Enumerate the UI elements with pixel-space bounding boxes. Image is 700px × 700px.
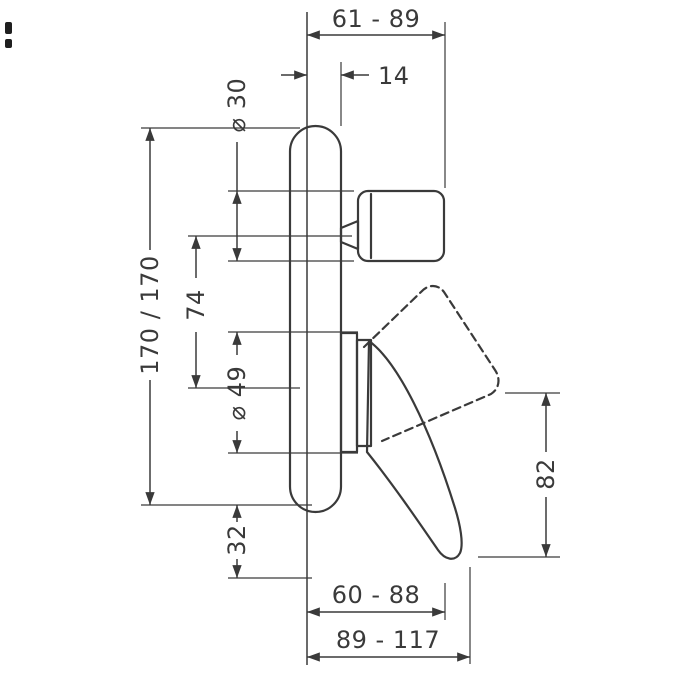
dim-label-plate-depth: 14	[378, 62, 410, 90]
dim-label-lever-swing: 82	[532, 458, 560, 490]
dim-bottom-span-min: 60 - 88	[307, 581, 446, 620]
lever-dashed-outline	[362, 284, 500, 443]
edge-artifacts	[5, 22, 12, 48]
control-handle	[339, 189, 446, 263]
dim-label-valve-diameter: ⌀ 49	[223, 366, 251, 421]
edge-artifact	[5, 22, 12, 34]
dim-label-bottom-span-min: 60 - 88	[332, 581, 421, 609]
dim-mounting-height: 170 / 170	[136, 127, 312, 506]
dim-bottom-span-max: 89 - 117	[307, 567, 471, 664]
dim-plate-depth: 14	[281, 62, 410, 126]
lever-handle-dashed	[362, 284, 500, 443]
valve-cartridge	[355, 338, 373, 448]
dim-label-top-span: 61 - 89	[332, 5, 421, 33]
escutcheon-plate	[288, 124, 343, 514]
dim-label-lower-offset: 32	[223, 524, 251, 556]
lever-solid-outline	[365, 339, 463, 560]
lever-handle-solid	[365, 339, 463, 560]
valve-sleeve	[339, 331, 359, 454]
escutcheon-plate-outline	[288, 124, 343, 514]
edge-artifact	[5, 39, 12, 48]
dim-label-knob-diameter: ⌀ 30	[223, 78, 251, 133]
dim-label-axis-offset: 74	[182, 289, 210, 321]
dim-knob-diameter: ⌀ 30	[223, 78, 354, 262]
dim-label-bottom-span-max: 89 - 117	[336, 626, 440, 654]
valve-body	[339, 331, 373, 454]
dim-label-mounting-height: 170 / 170	[136, 255, 164, 374]
handle-stem	[339, 219, 360, 251]
handle-body	[356, 189, 446, 263]
dim-lever-swing: 82	[478, 392, 560, 558]
dim-handle-projection: 61 - 89	[307, 5, 446, 188]
dim-lower-offset: 32	[223, 505, 312, 579]
dim-valve-diameter: ⌀ 49	[223, 331, 358, 454]
dim-axis-offset: 74	[182, 235, 352, 389]
